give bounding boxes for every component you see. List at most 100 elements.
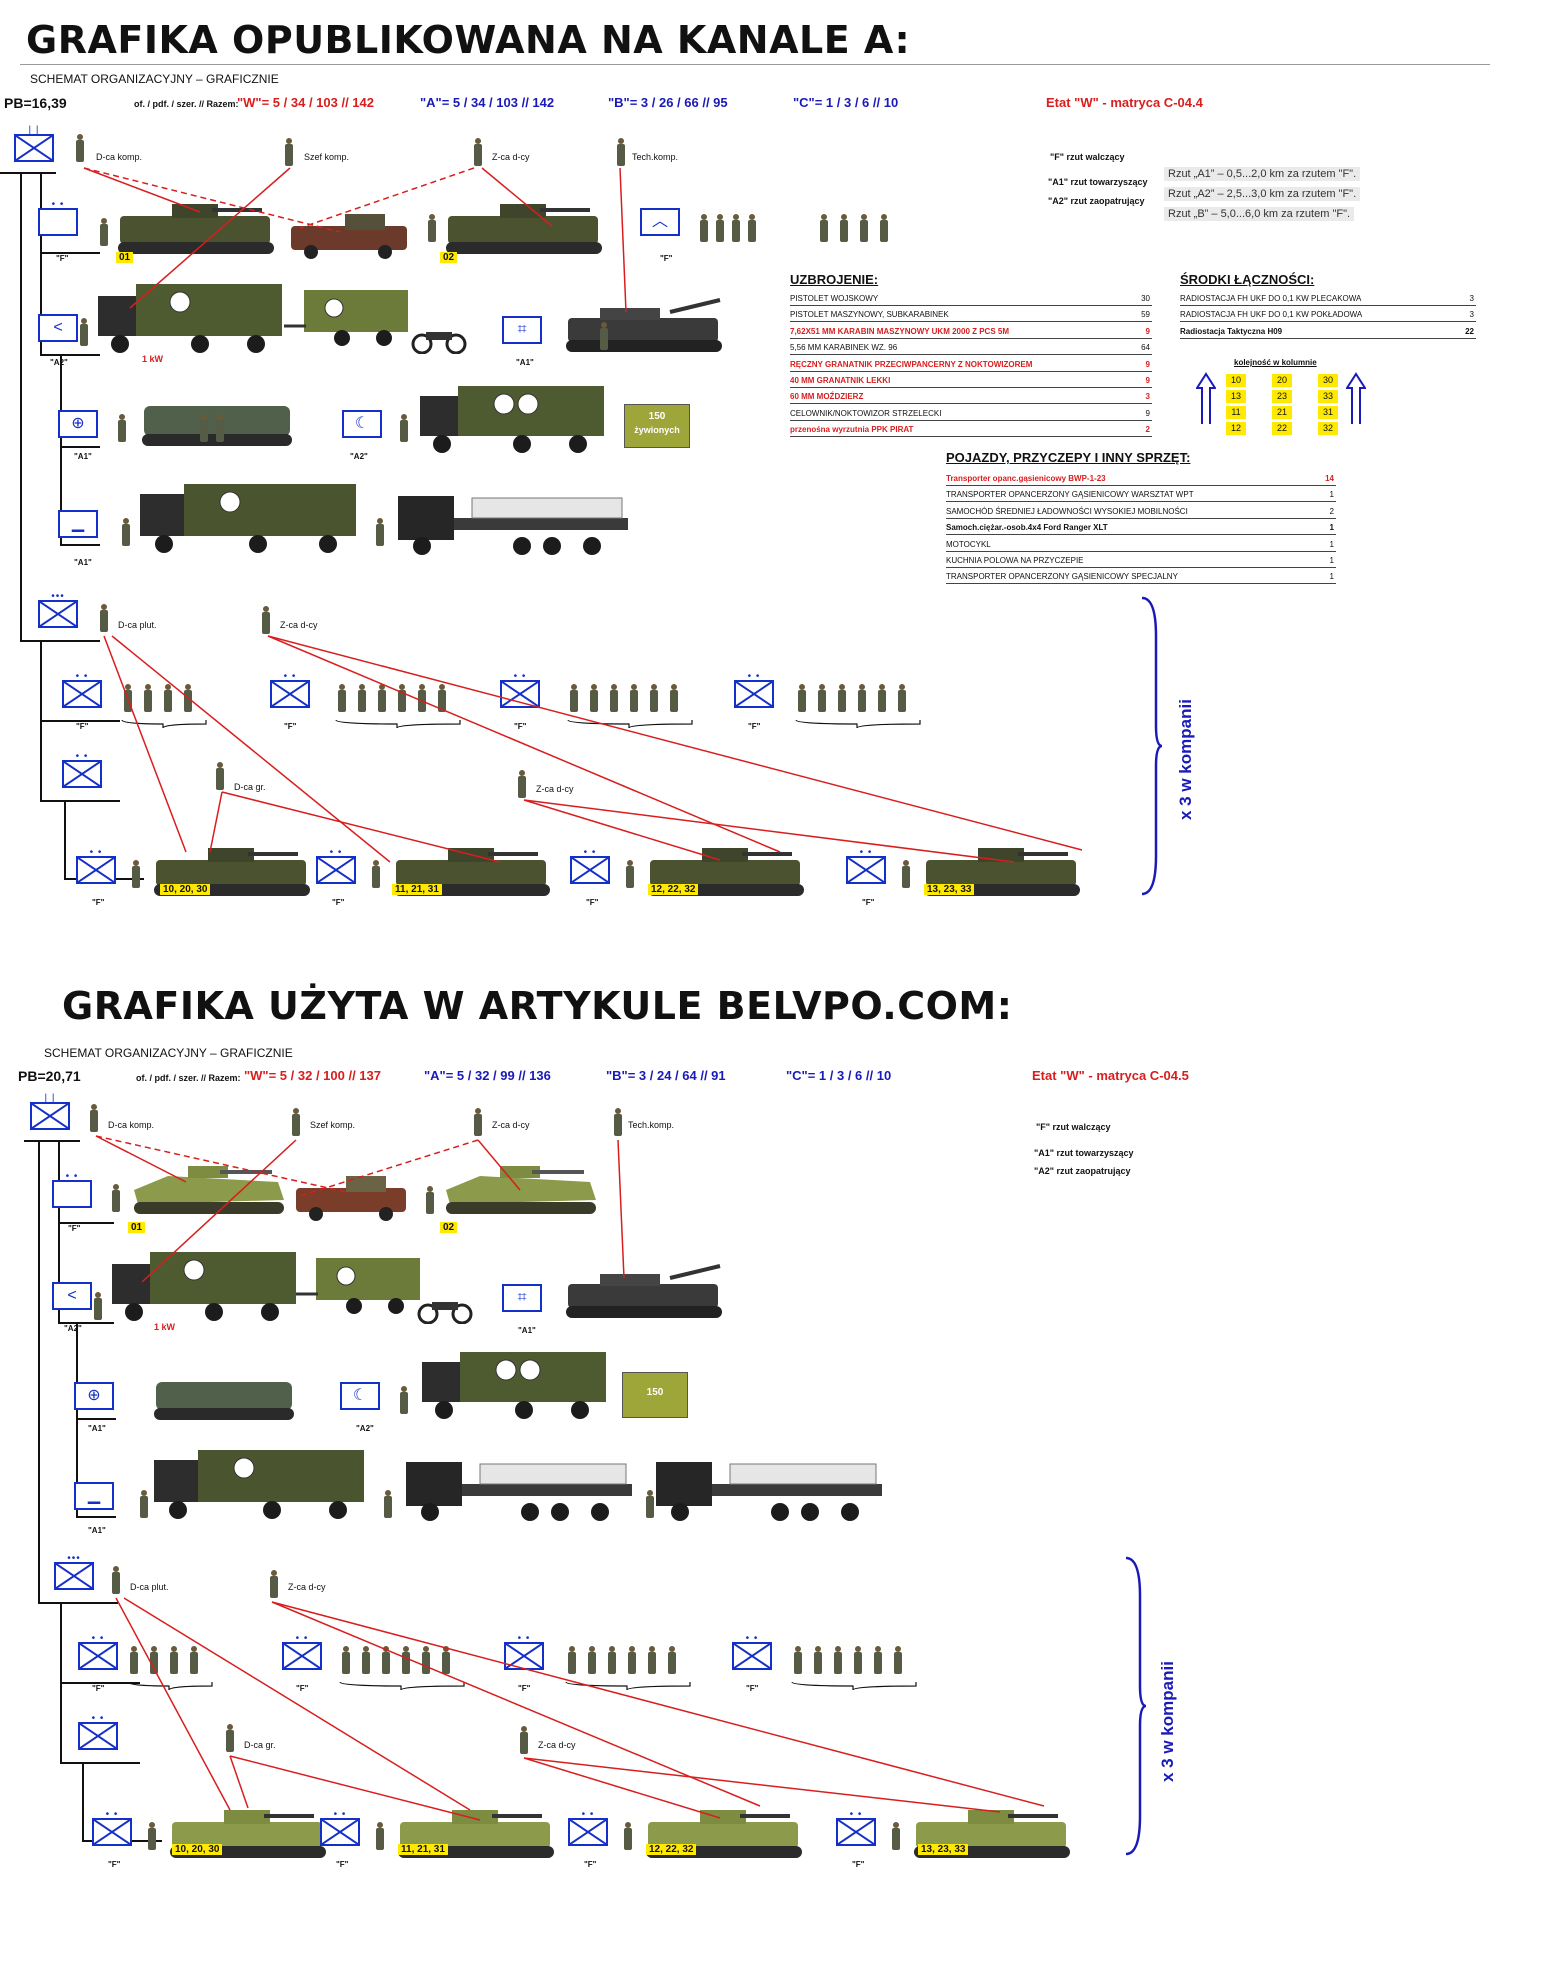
up-arrow-right-icon (1346, 372, 1366, 424)
top-num-1: 10, 20, 30 (160, 884, 211, 895)
table-cell-name: 7,62X51 MM KARABIN MASZYNOWY UKM 2000 Z … (790, 326, 1010, 336)
table-cell-count: 64 (1141, 343, 1150, 353)
table-cell-count: 14 (1325, 474, 1334, 483)
bottom-flatbed-truck-1 (406, 1462, 632, 1521)
top-szef-figure (285, 138, 293, 166)
bottom-a1-medical-symbol: ⊕ (74, 1382, 114, 1410)
soldier-figure (226, 1724, 234, 1752)
top-a1-transport-symbol: ▁ (58, 510, 98, 538)
top-squad-tag-3: "F" (514, 722, 527, 731)
bottom-a-count: "A"= 5 / 32 / 99 // 136 (424, 1068, 551, 1083)
symbol-dots: • • (581, 1809, 595, 1820)
top-etat: Etat "W" - matryca C-04.4 (1046, 95, 1203, 110)
squad-tag: "F" (586, 898, 599, 907)
bottom-ration-box: 150 (622, 1372, 688, 1418)
top-a1-medical-symbol: ⊕ (58, 410, 98, 438)
symbol-dots: • • (583, 847, 597, 858)
squad-brace-icon (791, 1681, 917, 1691)
bottom-squad-tag-1: "F" (92, 1684, 105, 1693)
symbol-dots: • • (329, 847, 343, 858)
soldier-figure (670, 684, 678, 712)
table-cell-name: 5,56 MM KARABINEK WZ. 96 (790, 343, 898, 353)
soldier-figure (122, 518, 130, 546)
soldier-figure (130, 1646, 138, 1674)
squad-symbol: • • (316, 848, 356, 884)
bottom-legend-a2: "A2" rzut zaopatrujący (1034, 1166, 1131, 1176)
top-schemat: SCHEMAT ORGANIZACYJNY – GRAFICZNIE (30, 72, 279, 86)
soldier-figure (216, 414, 224, 442)
soldier-figure (568, 1646, 576, 1674)
top-razem-label: of. / pdf. / szer. // Razem: (134, 99, 239, 109)
top-squad-symbol-1: • • (62, 672, 102, 708)
kolejnosc-cell: 32 (1318, 422, 1338, 435)
top-squad-tag-2: "F" (284, 722, 297, 731)
top-ration-count: 150 (648, 411, 666, 422)
table-row: SAMOCHÓD ŚREDNIEJ ŁADOWNOŚCI WYSOKIEJ MO… (946, 505, 1336, 519)
soldier-figure (164, 684, 172, 712)
top-dca-komp-label: D-ca komp. (96, 152, 143, 162)
top-a2-tag: "A2" (50, 358, 68, 367)
soldier-figure (608, 1646, 616, 1674)
bottom-1kw-label: 1 kW (154, 1322, 176, 1332)
bottom-razem-label: of. / pdf. / szer. // Razem: (136, 1073, 241, 1083)
table-cell-count: 2 (1145, 425, 1150, 435)
soldier-figure (402, 1646, 410, 1674)
bottom-ration-count: 150 (646, 1387, 664, 1398)
top-supply-truck-vehicle (420, 386, 604, 453)
top-bracket-icon (1141, 596, 1163, 896)
top-zca-figure (474, 138, 482, 166)
top-f-eng-symbol: ︿ (640, 208, 680, 236)
soldier-figure (94, 1292, 102, 1320)
soldier-figure (372, 860, 380, 888)
top-bwp-02-vehicle (446, 204, 602, 254)
bottom-tech-label: Tech.komp. (628, 1120, 675, 1130)
bottom-legend-a1: "A1" rzut towarzyszący (1034, 1148, 1134, 1158)
table-cell-name: RĘCZNY GRANATNIK PRZECIWPANCERNY Z NOKTO… (790, 359, 1033, 369)
top-legend-a1: "A1" rzut towarzyszący (1048, 177, 1148, 187)
kolejnosc-cell: 21 (1272, 406, 1292, 419)
bottom-cargo-truck-vehicle (154, 1450, 364, 1519)
soldier-figure (400, 1386, 408, 1414)
up-arrow-left-icon (1196, 372, 1216, 424)
kolejnosc-cell: 31 (1318, 406, 1338, 419)
symbol-dots: • • (333, 1809, 347, 1820)
squad-symbol: • • (320, 1810, 360, 1846)
top-platoon-symbol: ••• (38, 592, 78, 628)
top-kolejnosc-title: kolejność w kolumnie (1234, 358, 1317, 367)
bottom-num-2: 11, 21, 31 (398, 1844, 448, 1855)
soldier-figure (140, 1490, 148, 1518)
bottom-squad-symbol-4: • • (732, 1634, 772, 1670)
soldier-figure (600, 322, 608, 350)
soldier-figure (80, 318, 88, 346)
kolejnosc-cell: 22 (1272, 422, 1292, 435)
table-cell-count: 9 (1145, 326, 1150, 336)
top-tree-hq-line (0, 172, 56, 174)
bottom-w-count: "W"= 5 / 32 / 100 // 137 (244, 1068, 381, 1083)
bottom-company-hq-symbol: | | (30, 1094, 70, 1130)
top-uzbrojenie-title: UZBROJENIE: (790, 272, 879, 287)
top-c-count: "C"= 1 / 3 / 6 // 10 (793, 95, 899, 110)
table-cell-count: 3 (1469, 310, 1474, 320)
soldier-figure (428, 214, 436, 242)
top-ford-ranger-vehicle (291, 214, 407, 259)
soldier-figure (894, 1646, 902, 1674)
squad-tag: "F" (852, 1860, 865, 1869)
table-row: 7,62X51 MM KARABIN MASZYNOWY UKM 2000 Z … (790, 325, 1152, 339)
bottom-a2-symbol: < (52, 1282, 92, 1310)
table-cell-name: CELOWNIK/NOKTOWIZOR STRZELECKI (790, 408, 942, 418)
bottom-bmp-01-vehicle (134, 1166, 284, 1214)
soldier-figure (118, 414, 126, 442)
top-kitchen-trailer (284, 290, 408, 346)
bottom-num-3: 12, 22, 32 (646, 1844, 697, 1855)
kolejnosc-cell: 13 (1226, 390, 1246, 403)
top-zca-gr-label: Z-ca d-cy (536, 784, 574, 794)
bottom-a1-transport-tag: "A1" (88, 1526, 106, 1535)
bottom-f-cmd-symbol: • • (52, 1172, 92, 1208)
top-a-count: "A"= 5 / 34 / 103 // 142 (420, 95, 555, 110)
soldier-figure (648, 1646, 656, 1674)
soldier-figure (400, 414, 408, 442)
table-cell-count: 9 (1145, 408, 1150, 418)
table-cell-count: 2 (1329, 506, 1334, 516)
